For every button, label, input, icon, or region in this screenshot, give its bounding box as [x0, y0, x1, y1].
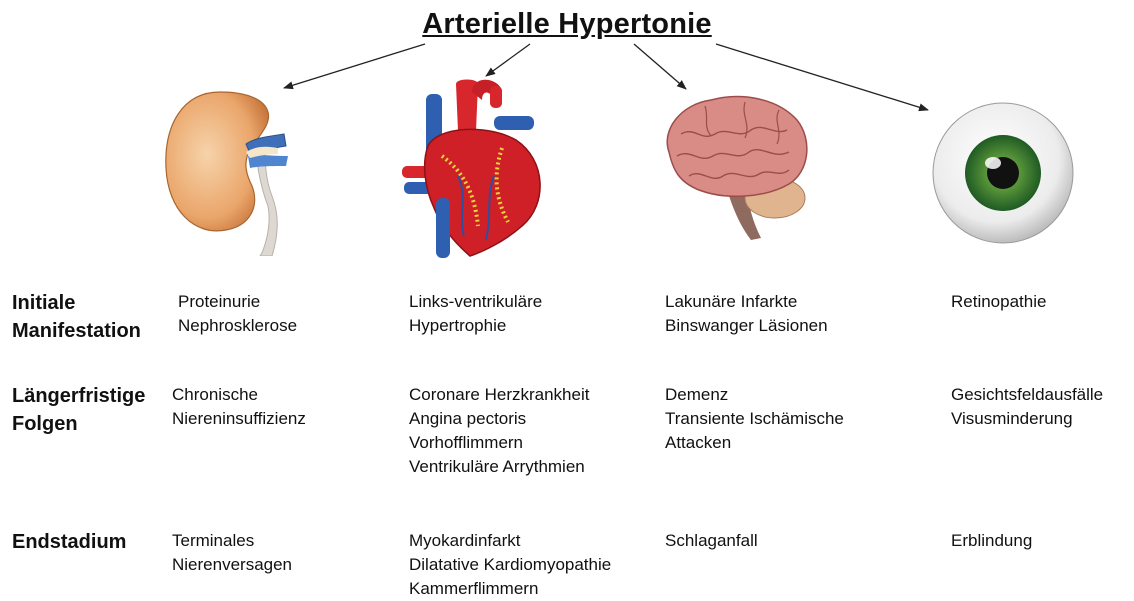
kidney-illustration [160, 86, 310, 256]
heart-illustration [398, 76, 550, 261]
cell-initial-eye: Retinopathie [951, 290, 1046, 314]
cell-endstage-brain: Schlaganfall [665, 529, 758, 553]
eye-illustration [930, 100, 1076, 246]
arrow-to-brain [634, 44, 686, 89]
arrow-to-heart [486, 44, 530, 76]
brain-illustration [655, 90, 817, 245]
cell-endstage-eye: Erblindung [951, 529, 1032, 553]
row-label-endstage: Endstadium [12, 528, 126, 556]
